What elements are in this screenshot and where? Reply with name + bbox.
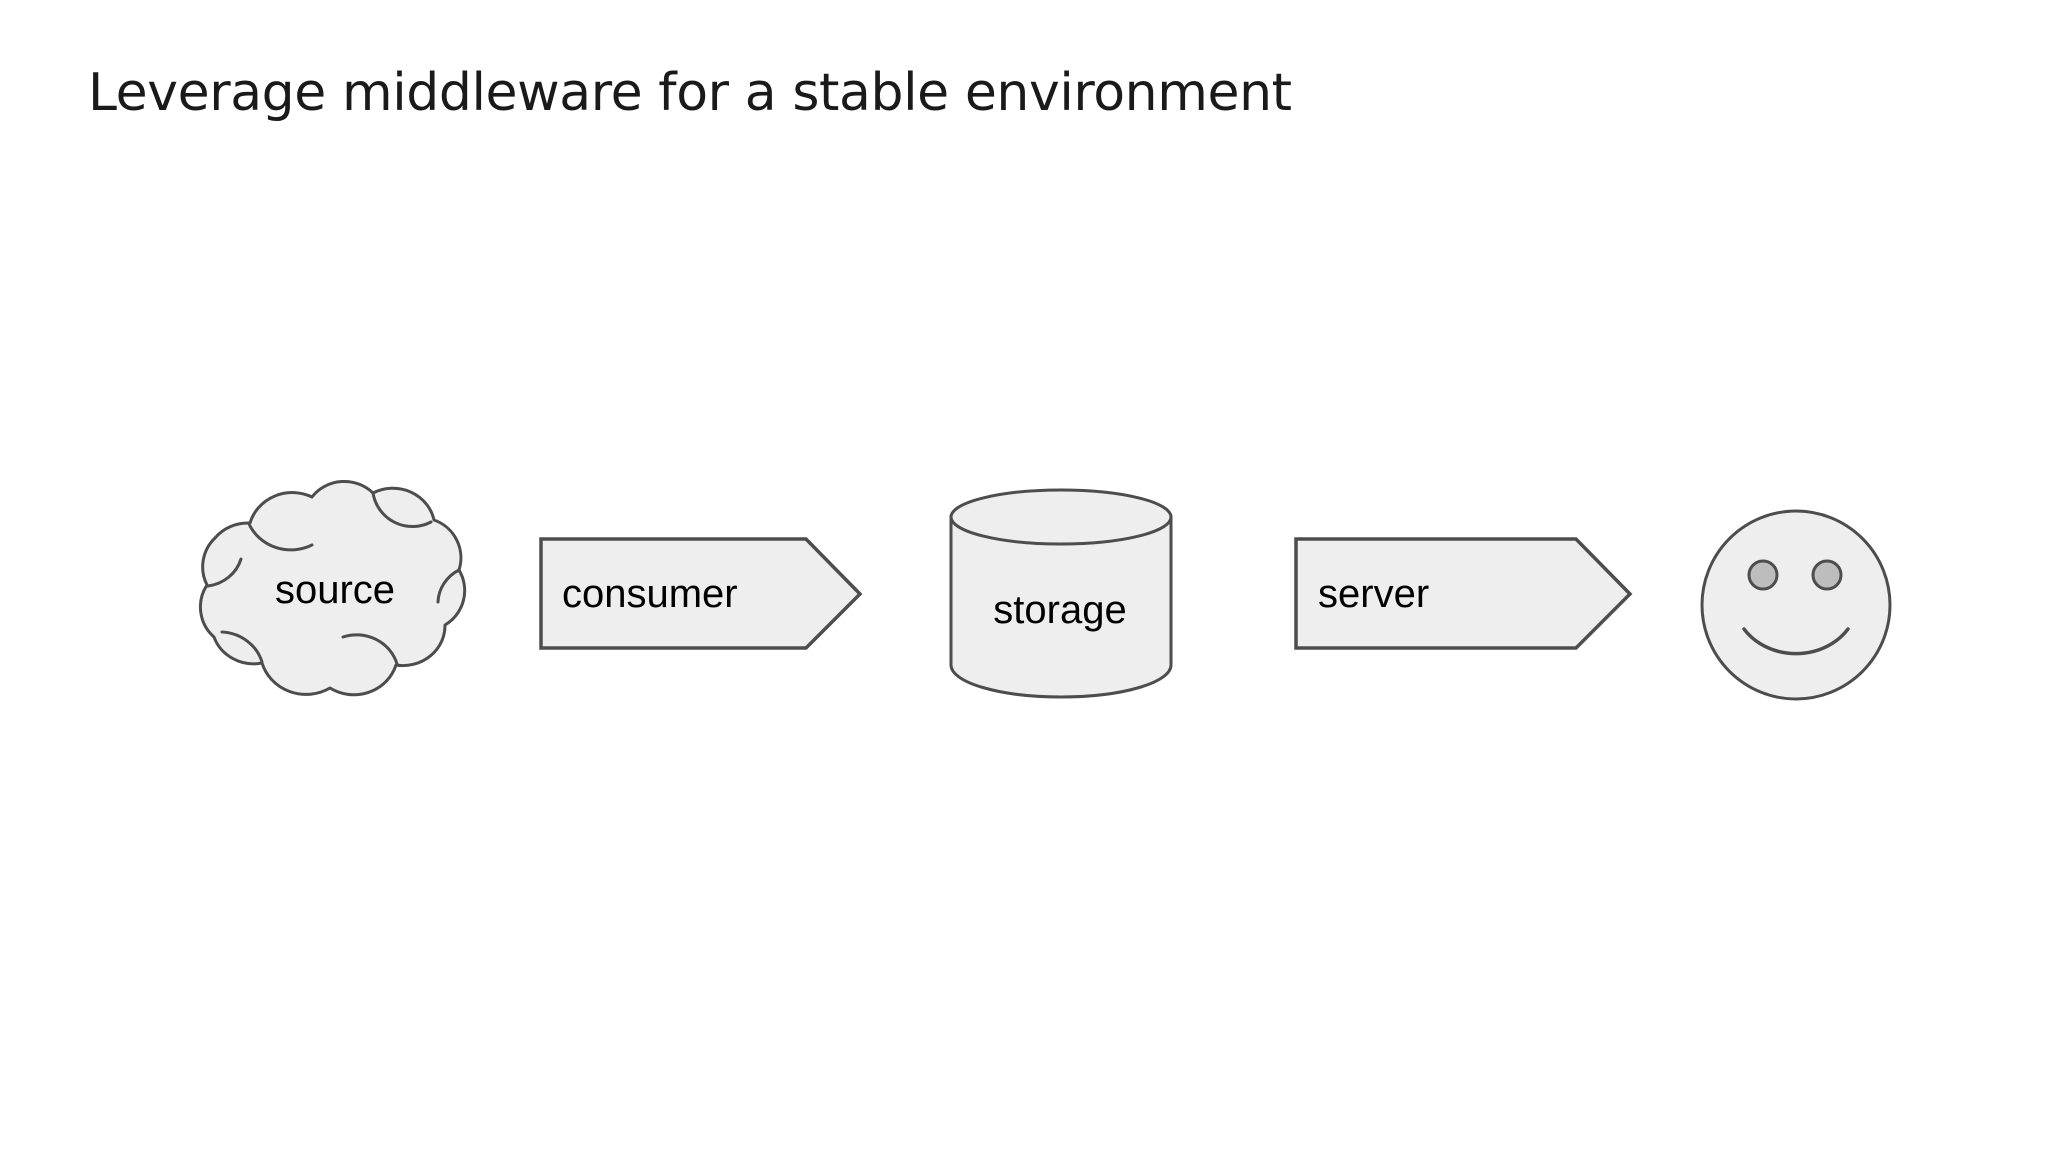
cylinder-top-ellipse	[949, 488, 1173, 546]
node-server[interactable]	[1294, 537, 1633, 650]
node-storage[interactable]	[949, 488, 1173, 699]
arrow-pentagon-server	[1294, 537, 1633, 650]
smiley-right-eye-icon	[1811, 559, 1843, 591]
node-source[interactable]	[199, 480, 467, 697]
arrow-pentagon-consumer	[539, 537, 863, 650]
node-consumer-face[interactable]	[1700, 509, 1892, 701]
slide-title: Leverage middleware for a stable environ…	[88, 63, 1292, 123]
smiley-left-eye-icon	[1747, 559, 1779, 591]
smiley-face-circle	[1700, 509, 1892, 701]
cylinder-body	[949, 515, 1173, 699]
cloud-shape	[199, 480, 467, 697]
node-consumer[interactable]	[539, 537, 863, 650]
smiley-mouth-icon	[1742, 627, 1850, 656]
cloud-inner-arcs	[206, 491, 461, 666]
